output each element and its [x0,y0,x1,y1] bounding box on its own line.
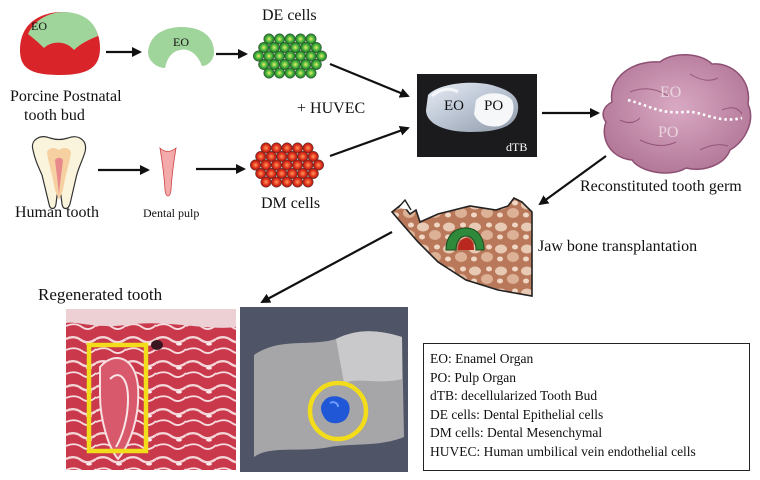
histology-section-photo [66,309,236,470]
label-jaw-bone-transplantation: Jaw bone transplantation [538,238,698,255]
label-eo-isolated: EO [173,35,189,49]
label-porcine-line1: Porcine Postnatal [10,88,122,105]
legend-item-dtb: dTB: decellularized Tooth Bud [430,388,598,403]
label-dm-cells: DM cells [261,195,321,212]
label-human-tooth: Human tooth [15,204,99,221]
dental-pulp [159,146,177,197]
de-cell [295,67,307,79]
legend-item-huvec: HUVEC: Human umbilical vein endothelial … [430,443,696,459]
dm-cell [302,142,314,154]
arrow-jaw-to-regenerated [260,231,393,303]
de-cell [305,33,317,45]
de-cell [310,59,322,71]
decellularized-tooth-bud-photo [417,74,537,157]
dm-cell [271,176,283,188]
de-cell [274,67,286,79]
label-huvec-addition: + HUVEC [297,100,366,117]
isolated-enamel-organ [148,27,214,68]
de-cell [284,67,296,79]
de-cell [305,67,317,79]
reconstituted-tooth-germ [602,54,752,174]
ct-scan-photo [240,307,408,472]
label-po-dtb: PO [484,98,504,114]
label-eo-dtb: EO [444,98,464,114]
human-tooth [31,136,87,210]
dm-cell [302,176,314,188]
arrow-dm-to-dtb [329,125,410,158]
label-dental-pulp: Dental pulp [143,206,200,220]
legend-item-dm-cells: DM cells: Dental Mesenchymal [430,425,603,440]
jaw-bone-diagram [390,196,533,297]
flow-arrows [98,47,607,303]
abbreviation-legend: EO: Enamel Organ PO: Pulp Organ dTB: dec… [423,343,750,471]
label-reconstituted-tooth-germ: Reconstituted tooth germ [580,178,742,195]
label-po-germ: PO [658,124,679,141]
dm-cell [281,176,293,188]
highlight-circle [307,380,369,442]
label-eo-germ: EO [660,84,682,101]
dm-cells-cluster [249,142,325,188]
arrow-de-to-dtb [329,62,410,98]
label-de-cells: DE cells [262,7,317,24]
legend-item-eo: EO: Enamel Organ [430,351,534,366]
ct-drawing [240,307,408,472]
dm-cell [307,150,319,162]
de-cell [310,42,322,54]
porcine-tooth-bud [20,12,100,75]
dm-cell [313,159,325,171]
histology-drawing [66,309,236,470]
label-porcine-line2: tooth bud [24,107,85,124]
label-eo-bud: EO [31,19,47,33]
legend-item-de-cells: DE cells: Dental Epithelial cells [430,406,604,422]
arrow-germ-to-jaw [538,155,607,206]
legend-item-po: PO: Pulp Organ [430,369,517,385]
dm-cell [307,167,319,179]
label-regenerated-tooth: Regenerated tooth [38,285,163,304]
de-cell [263,67,275,79]
highlight-box [86,342,149,454]
dm-cell [260,176,272,188]
de-cell [316,50,328,62]
label-dtb: dTB [506,140,528,154]
de-cells-cluster [252,33,328,79]
dm-cell [292,176,304,188]
